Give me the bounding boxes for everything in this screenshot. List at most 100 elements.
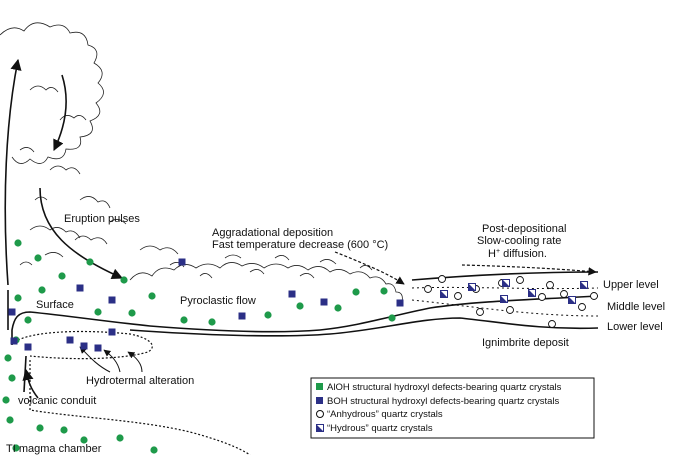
anhydrous-crystal [538,293,546,301]
hydrous-crystal [580,281,588,289]
aloh-crystal [36,424,44,432]
label-pyroclastic-flow: Pyroclastic flow [180,295,256,307]
aloh-crystal [208,318,216,326]
boh-crystal [288,290,296,298]
label-aggradational-2: Fast temperature decrease (600 °C) [212,239,388,251]
anhydrous-crystal [454,292,462,300]
aloh-crystal [148,292,156,300]
hydrous-crystal [468,283,476,291]
aloh-crystal [6,416,14,424]
boh-crystals [8,258,404,352]
boh-crystal [8,308,16,316]
anhydrous-crystal [438,275,446,283]
label-eruption-pulses: Eruption pulses [64,213,140,225]
label-upper-level: Upper level [603,279,659,291]
aloh-crystal [14,294,22,302]
ignimbrite-base-line [129,317,599,337]
open-circle-icon [316,410,324,418]
downdraft-arrow [53,74,67,152]
hydrothermal-arrows [79,346,143,373]
aloh-crystal [60,426,68,434]
dotted-arrows [334,251,597,285]
legend-item-anhydrous: “Anhydrous” quartz crystals [316,409,443,420]
label-volcanic-conduit: volcanic conduit [18,395,96,407]
aloh-crystal [180,316,188,324]
lower-dotted-line [411,299,599,317]
hydrous-crystal [528,289,536,297]
aggradational-arrow [334,251,405,285]
label-post-dep-3: H+ diffusion. [488,248,547,260]
svg-text:BOH structural hydroxyl defect: BOH structural hydroxyl defects-bearing … [327,396,560,407]
level-dividers [411,286,599,317]
half-square-icon [316,424,324,432]
legend-item-boh: BOH structural hydroxyl defects-bearing … [316,396,560,407]
boh-crystal [66,336,74,344]
legend: AlOH structural hydroxyl defects-bearing… [310,377,595,439]
boh-crystal [108,328,116,336]
aloh-crystal [296,302,304,310]
aloh-crystal [380,287,388,295]
aloh-crystal [12,444,20,452]
conduit-wall [23,355,27,393]
boh-crystal [80,342,88,350]
aloh-crystal [352,288,360,296]
label-hydrothermal: Hydrotermal alteration [86,375,194,387]
boh-crystal [108,296,116,304]
aloh-crystal [34,254,42,262]
anhydrous-crystal [424,285,432,293]
anhydrous-crystal [590,292,598,300]
label-lower-level: Lower level [607,321,663,333]
boh-crystal [76,284,84,292]
blue-square-icon [316,397,323,404]
magma-chamber-outline [29,360,251,455]
legend-item-aloh: AlOH structural hydroxyl defects-bearing… [316,382,562,393]
boh-crystal [320,298,328,306]
legend-item-hydrous: “Hydrous” quartz crystals [316,423,433,434]
aloh-crystal [120,276,128,284]
boh-crystal [10,337,18,345]
green-circle-icon [316,383,323,390]
boh-crystal [238,312,246,320]
hydrous-crystal [502,279,510,287]
boh-crystal [94,344,102,352]
label-surface: Surface [36,299,74,311]
updraft-arrow-left [4,58,22,286]
label-post-dep-1: Post-depositional [482,223,566,235]
label-aggradational-1: Aggradational deposition [212,227,333,239]
aloh-crystal [116,434,124,442]
aloh-crystal [334,304,342,312]
eruption-arrows [4,58,124,286]
conduit-pointer [22,368,39,399]
anhydrous-crystal [548,320,556,328]
aloh-crystal [24,316,32,324]
aloh-crystal [4,354,12,362]
hydrous-crystals [440,279,588,304]
aloh-crystal [38,286,46,294]
aloh-crystal [58,272,66,280]
svg-text:“Anhydrous” quartz crystals: “Anhydrous” quartz crystals [327,409,443,420]
aloh-crystal [128,309,136,317]
anhydrous-crystal [546,281,554,289]
post-depositional-arrow [461,264,597,276]
boh-crystal [178,258,186,266]
aloh-crystal [80,436,88,444]
anhydrous-crystal [560,290,568,298]
svg-text:“Hydrous” quartz crystals: “Hydrous” quartz crystals [327,423,433,434]
ground-lines [7,271,599,345]
aloh-crystal [150,446,158,454]
hydrous-crystal [440,290,448,298]
hydrous-crystal [568,296,576,304]
aloh-crystal [2,396,10,404]
aloh-crystal [8,374,16,382]
hydrothermal-zone [17,330,153,360]
aloh-crystal [388,314,396,322]
surface-line [11,295,599,345]
boh-crystal [24,343,32,351]
label-magma-chamber: TI magma chamber [6,443,102,455]
label-post-dep-2: Slow-cooling rate [477,235,561,247]
boh-crystal [396,299,404,307]
label-ignimbrite: Ignimbrite deposit [482,337,569,349]
eruption-cloud [0,22,403,303]
anhydrous-crystal [516,276,524,284]
